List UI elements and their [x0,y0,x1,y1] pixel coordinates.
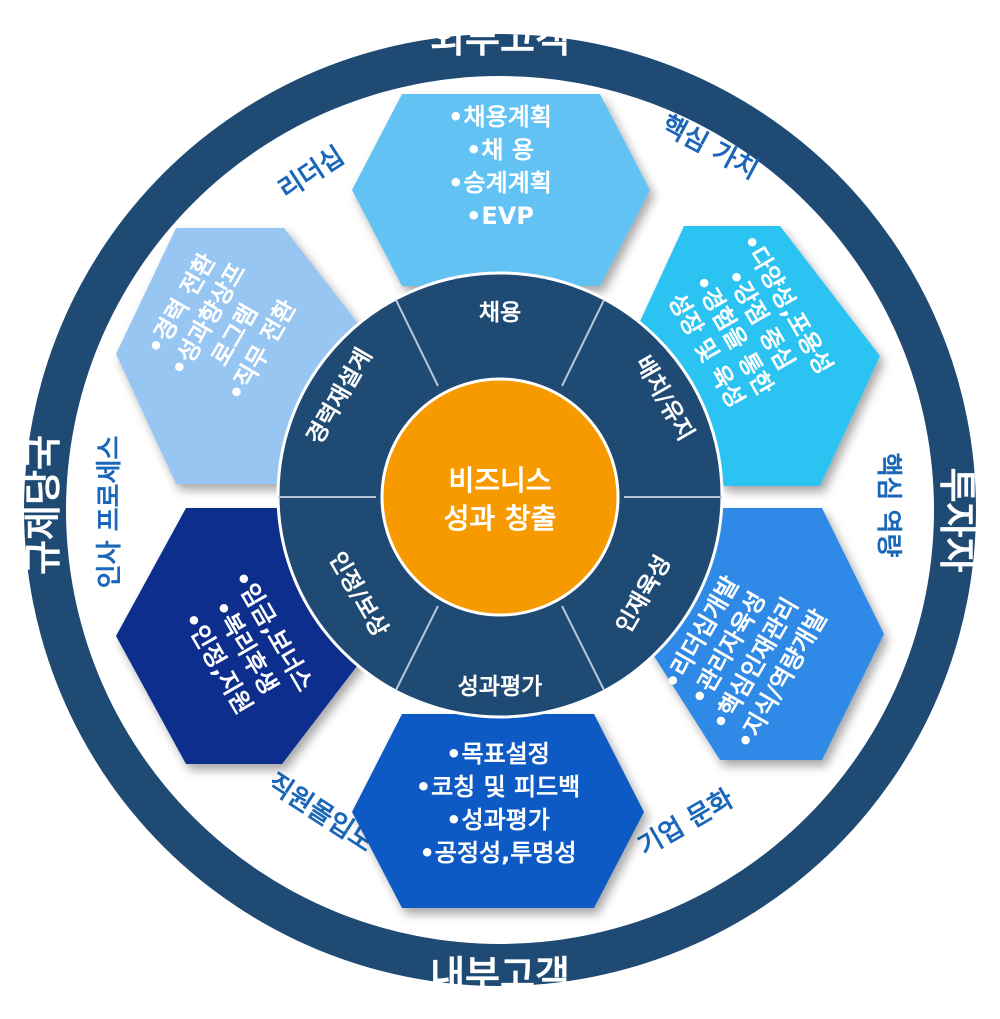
divider-lower-right [561,605,605,691]
side-label-right: 핵심 역량 [873,453,903,558]
center-line-1: 비즈니스 [448,464,551,497]
hexagon-bottom-shape [352,714,644,908]
hexagon-top-line-4: •EVP [466,202,534,230]
hexagon-bottom-line-1: •목표설정 [446,740,550,768]
hexagon-top-line-2: •채 용 [466,136,534,164]
side-label-left: 인사 프로세스 [95,436,125,589]
ring-label-bottom: 내부고객 [430,953,570,997]
hexagon-bottom-text: •목표설정 •코칭 및 피드백 •성과평가 •공정성,투명성 [416,740,581,867]
ring-label-top: 외부고객 [430,17,570,61]
hexagon-top: •채용계획 •채 용 •승계계획 •EVP [352,94,650,286]
hexagon-top-shape [352,94,650,286]
hexagon-top-text: •채용계획 •채 용 •승계계획 •EVP [448,103,552,230]
segment-label-top: 채용 [479,300,521,326]
hexagon-bottom-line-4: •공정성,투명성 [420,839,577,867]
divider-upper-left [395,299,439,387]
hexagon-top-line-1: •채용계획 [448,103,552,131]
hexagon-bottom-line-3: •성과평가 [446,806,550,834]
ring-label-right: 투자자 [935,468,979,573]
hexagon-top-line-3: •승계계획 [448,169,552,197]
divider-upper-right [561,299,605,387]
segment-label-bottom: 성과평가 [458,674,543,700]
ring-label-left: 규제당국 [21,435,65,575]
hexagon-bottom: •목표설정 •코칭 및 피드백 •성과평가 •공정성,투명성 [352,714,644,908]
hexagon-upper-right-text: •다양성,포용성 •강점 중심 •경험을 통한 성장 및 육성 [662,229,838,413]
divider-lower-left [395,605,439,691]
wheel-dividers [278,299,722,691]
hexagon-bottom-line-2: •코칭 및 피드백 [416,773,581,801]
center-circle [380,377,620,617]
center-line-2: 성과 창출 [444,502,557,535]
